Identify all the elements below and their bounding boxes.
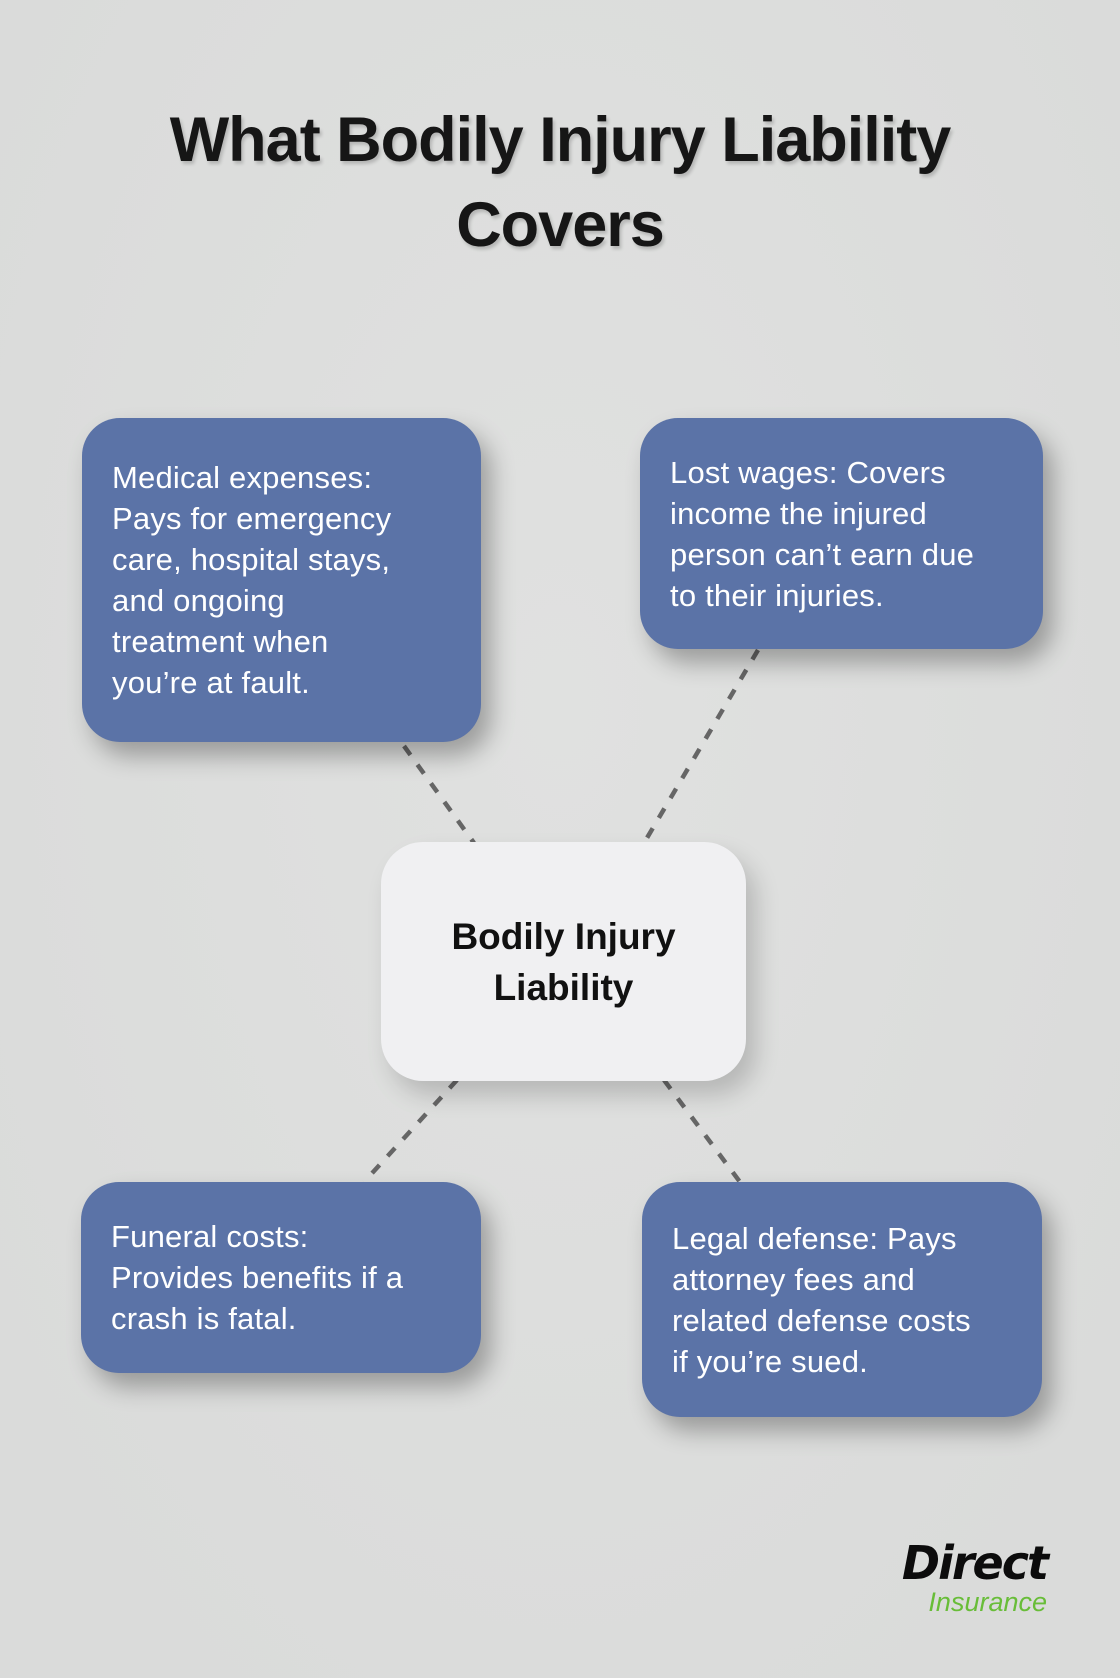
- center-node-label: Bodily Injury Liability: [451, 915, 676, 1008]
- node-funeral-costs: Funeral costs: Provides benefits if a cr…: [81, 1182, 481, 1373]
- node-legal-defense: Legal defense: Pays attorney fees and re…: [642, 1182, 1042, 1417]
- node-lost-wages: Lost wages: Covers income the injured pe…: [640, 418, 1043, 649]
- brand-logo-insurance-wordmark: Insurance: [928, 1587, 1047, 1617]
- brand-logo-direct-wordmark: Direct: [901, 1536, 1049, 1590]
- node-funeral-costs-text: Funeral costs: Provides benefits if a cr…: [111, 1219, 404, 1336]
- node-lost-wages-text: Lost wages: Covers income the injured pe…: [670, 454, 975, 613]
- connector-top-right-line: [642, 648, 760, 845]
- connector-top-left-line: [402, 744, 476, 845]
- page-title: What Bodily Injury Liability Covers: [0, 98, 1120, 268]
- connector-bottom-left-line: [362, 1078, 459, 1184]
- node-medical-expenses: Medical expenses: Pays for emergency car…: [82, 418, 481, 742]
- connector-bottom-right-line: [662, 1078, 742, 1184]
- node-legal-defense-text: Legal defense: Pays attorney fees and re…: [672, 1220, 971, 1379]
- center-node-bodily-injury-liability: Bodily Injury Liability: [381, 842, 746, 1081]
- brand-logo: Direct Insurance: [901, 1536, 1049, 1617]
- page-title-line1: What Bodily Injury Liability: [169, 105, 952, 175]
- page-title-line2: Covers: [456, 190, 665, 260]
- node-medical-expenses-text: Medical expenses: Pays for emergency car…: [112, 460, 392, 700]
